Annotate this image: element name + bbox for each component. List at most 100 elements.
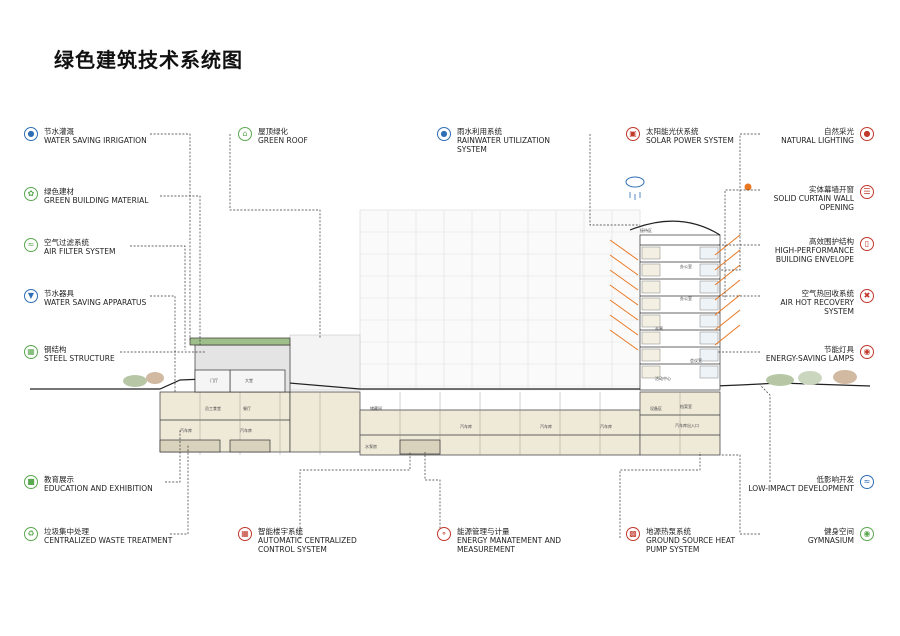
podium: [189, 337, 291, 393]
tower-room: [641, 331, 661, 345]
leader-line: [160, 195, 201, 345]
air-filter-icon: ≈: [24, 238, 38, 252]
smart-building-icon: ▦: [238, 527, 252, 541]
faucet-icon: ▼: [24, 289, 38, 303]
sun-ray: [714, 324, 741, 346]
tower-room: [699, 365, 719, 379]
curtain-wall-icon: ☰: [860, 185, 874, 199]
tower-room: [699, 263, 719, 277]
sun-ray: [609, 284, 639, 306]
leader-line: [229, 134, 321, 338]
leader-line: [759, 384, 771, 482]
solar-panel-icon: ▣: [626, 127, 640, 141]
tower-room: [699, 246, 719, 260]
room-archive: 档案室: [680, 403, 692, 409]
room-meeting: 会议室: [690, 357, 702, 363]
sun-ray: [609, 239, 639, 261]
tower-room: [699, 297, 719, 311]
page-title: 绿色建筑技术系统图: [54, 48, 243, 72]
label-low-impact-development: 低影响开发 LOW-IMPACT DEVELOPMENT: [748, 475, 854, 493]
leaf-icon: ✿: [24, 187, 38, 201]
label-solid-curtain-wall: 实体幕墙开窗 SOLID CURTAIN WALL OPENING: [773, 185, 854, 212]
leader-line: [619, 452, 701, 538]
room-canteen: 员工食堂: [205, 405, 221, 411]
room-storage: 储藏间: [370, 405, 382, 411]
sun-ray: [714, 279, 741, 301]
envelope-icon: ▯: [860, 237, 874, 251]
leader-line: [165, 430, 181, 483]
recycle-icon: ♻: [24, 527, 38, 541]
label-gymnasium: 健身空间 GYMNASIUM: [807, 527, 854, 545]
tower-room: [641, 348, 661, 362]
landscape-right: [766, 370, 857, 386]
sun-ray: [714, 309, 741, 331]
label-solar-power: 太阳能光伏系统 SOLAR POWER SYSTEM: [646, 127, 734, 145]
leader-line: [424, 452, 441, 532]
background-tower: [359, 209, 641, 391]
leader-line: [299, 452, 411, 539]
basement: [159, 391, 721, 456]
room-corridor: 走廊: [655, 325, 663, 331]
label-natural-lighting: 自然采光 NATURAL LIGHTING: [781, 127, 854, 145]
energy-meter-icon: ⚬: [437, 527, 451, 541]
label-water-saving-apparatus: 节水器具 WATER SAVING APPARATUS: [44, 289, 147, 307]
sun-rays: [609, 234, 741, 351]
tower-room: [641, 263, 661, 277]
room-garage-4: 汽车库: [540, 423, 552, 429]
room-reception: 接待区: [640, 227, 652, 233]
tower-room: [641, 314, 661, 328]
room-office-1: 办公室: [680, 263, 692, 269]
room-garage-3: 汽车库: [460, 423, 472, 429]
sun-ray: [714, 249, 741, 271]
leader-line: [720, 454, 760, 535]
steel-beam-icon: ▦: [24, 345, 38, 359]
tower-room: [641, 297, 661, 311]
leader-line: [170, 445, 189, 535]
rain-cloud-icon: [625, 176, 645, 200]
label-energy-management: 能源管理与计量 ENERGY MANATEMENT AND MEASUREMEN…: [457, 527, 562, 554]
label-centralized-waste: 垃圾集中处理 CENTRALIZED WASTE TREATMENT: [44, 527, 173, 545]
label-rainwater: 雨水利用系统 RAINWATER UTILIZATION SYSTEM: [457, 127, 550, 154]
tower-room: [699, 331, 719, 345]
ground-line: [30, 377, 871, 390]
sun-ray: [609, 269, 639, 291]
tower-room: [699, 280, 719, 294]
sun-ray: [609, 329, 639, 351]
office-tower: [629, 220, 721, 391]
room-equipment: 设备区: [650, 405, 662, 411]
low-impact-icon: ≈: [860, 475, 874, 489]
sun-ray: [609, 314, 639, 336]
room-garage-5: 汽车库: [600, 423, 612, 429]
water-drop-icon: ●: [24, 127, 38, 141]
rainwater-icon: ●: [437, 127, 451, 141]
sun-ray: [714, 294, 741, 316]
leader-line: [720, 133, 760, 271]
leader-line: [724, 189, 760, 300]
leader-line: [589, 134, 640, 226]
leader-lines: [120, 133, 771, 539]
leader-line: [150, 295, 176, 392]
gym-icon: ◉: [860, 527, 874, 541]
label-green-roof: 屋顶绿化 GREEN ROOF: [258, 127, 308, 145]
room-office-2: 办公室: [680, 295, 692, 301]
leader-line: [150, 133, 191, 340]
tower-room: [699, 348, 719, 362]
education-icon: ■: [24, 475, 38, 489]
room-hall: 大堂: [245, 377, 253, 383]
tower-room: [641, 365, 661, 379]
lamp-icon: ◉: [860, 345, 874, 359]
label-education-exhibition: 教育展示 EDUCATION AND EXHIBITION: [44, 475, 153, 493]
label-energy-saving-lamps: 节能灯具 ENERGY-SAVING LAMPS: [765, 345, 854, 363]
green-roof-icon: ⌂: [238, 127, 252, 141]
label-air-filter-system: 空气过滤系统 AIR FILTER SYSTEM: [44, 238, 116, 256]
tower-room: [641, 280, 661, 294]
label-air-hot-recovery: 空气热回收系统 AIR HOT RECOVERY SYSTEM: [780, 289, 854, 316]
label-steel-structure: 钢结构 STEEL STRUCTURE: [44, 345, 115, 363]
tower-room: [699, 314, 719, 328]
sun-icon: ●: [860, 127, 874, 141]
podium-faded: [289, 334, 361, 391]
room-lobby: 门厅: [210, 377, 218, 383]
room-activity: 活动中心: [655, 375, 671, 381]
heat-pump-icon: ▩: [626, 527, 640, 541]
